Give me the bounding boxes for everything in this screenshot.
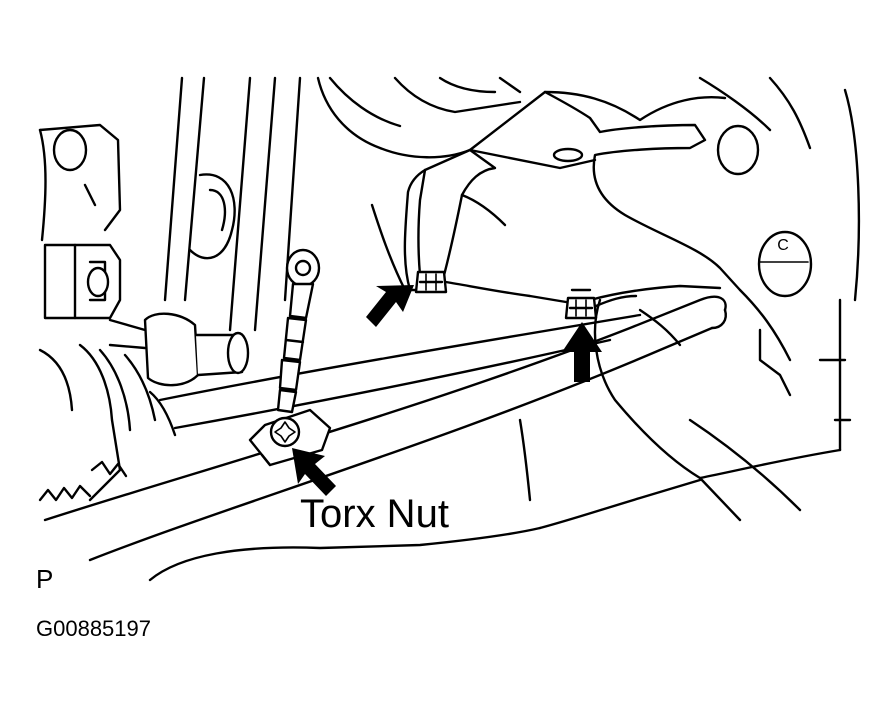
upper-chassis: C xyxy=(316,76,861,522)
torx-nut-label: Torx Nut xyxy=(300,492,449,536)
figure-id: G00885197 xyxy=(36,616,151,641)
bracket-nuts xyxy=(414,270,638,320)
stabilizer-bar xyxy=(43,295,727,582)
left-mechanism xyxy=(38,76,302,502)
right-bracket-nut-arrow xyxy=(562,322,602,382)
part-marker-c: C xyxy=(777,237,789,254)
left-bracket-nut-arrow xyxy=(366,285,414,327)
stabilizer-link xyxy=(248,248,332,467)
torx-nut-arrow xyxy=(292,448,336,496)
view-marker: P xyxy=(36,564,54,594)
